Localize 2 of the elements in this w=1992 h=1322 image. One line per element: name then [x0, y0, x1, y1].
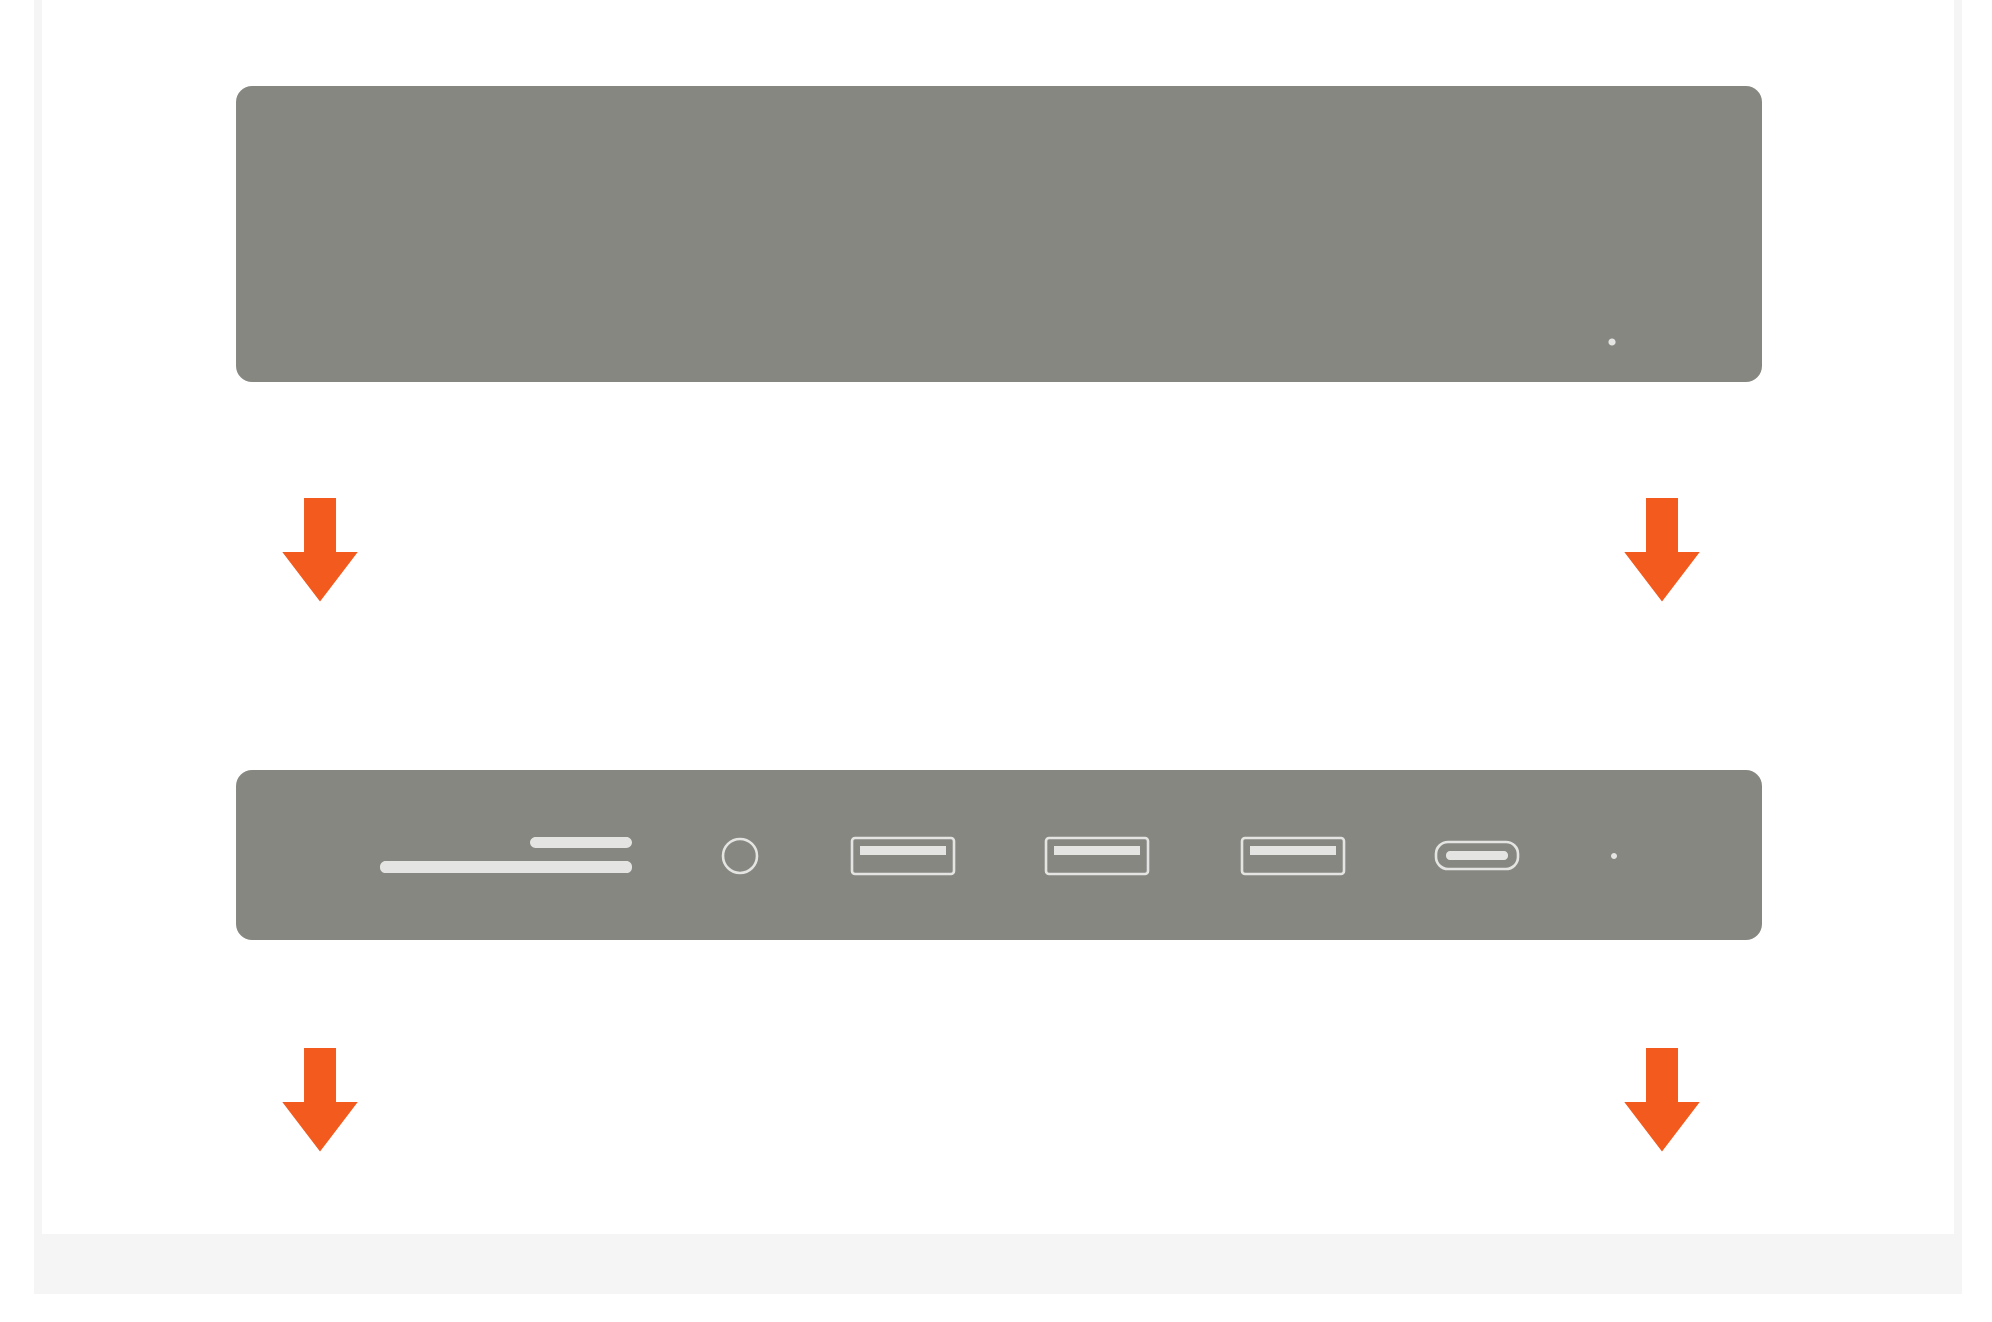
device-front-view [236, 770, 1762, 940]
device-top-view [236, 86, 1762, 382]
